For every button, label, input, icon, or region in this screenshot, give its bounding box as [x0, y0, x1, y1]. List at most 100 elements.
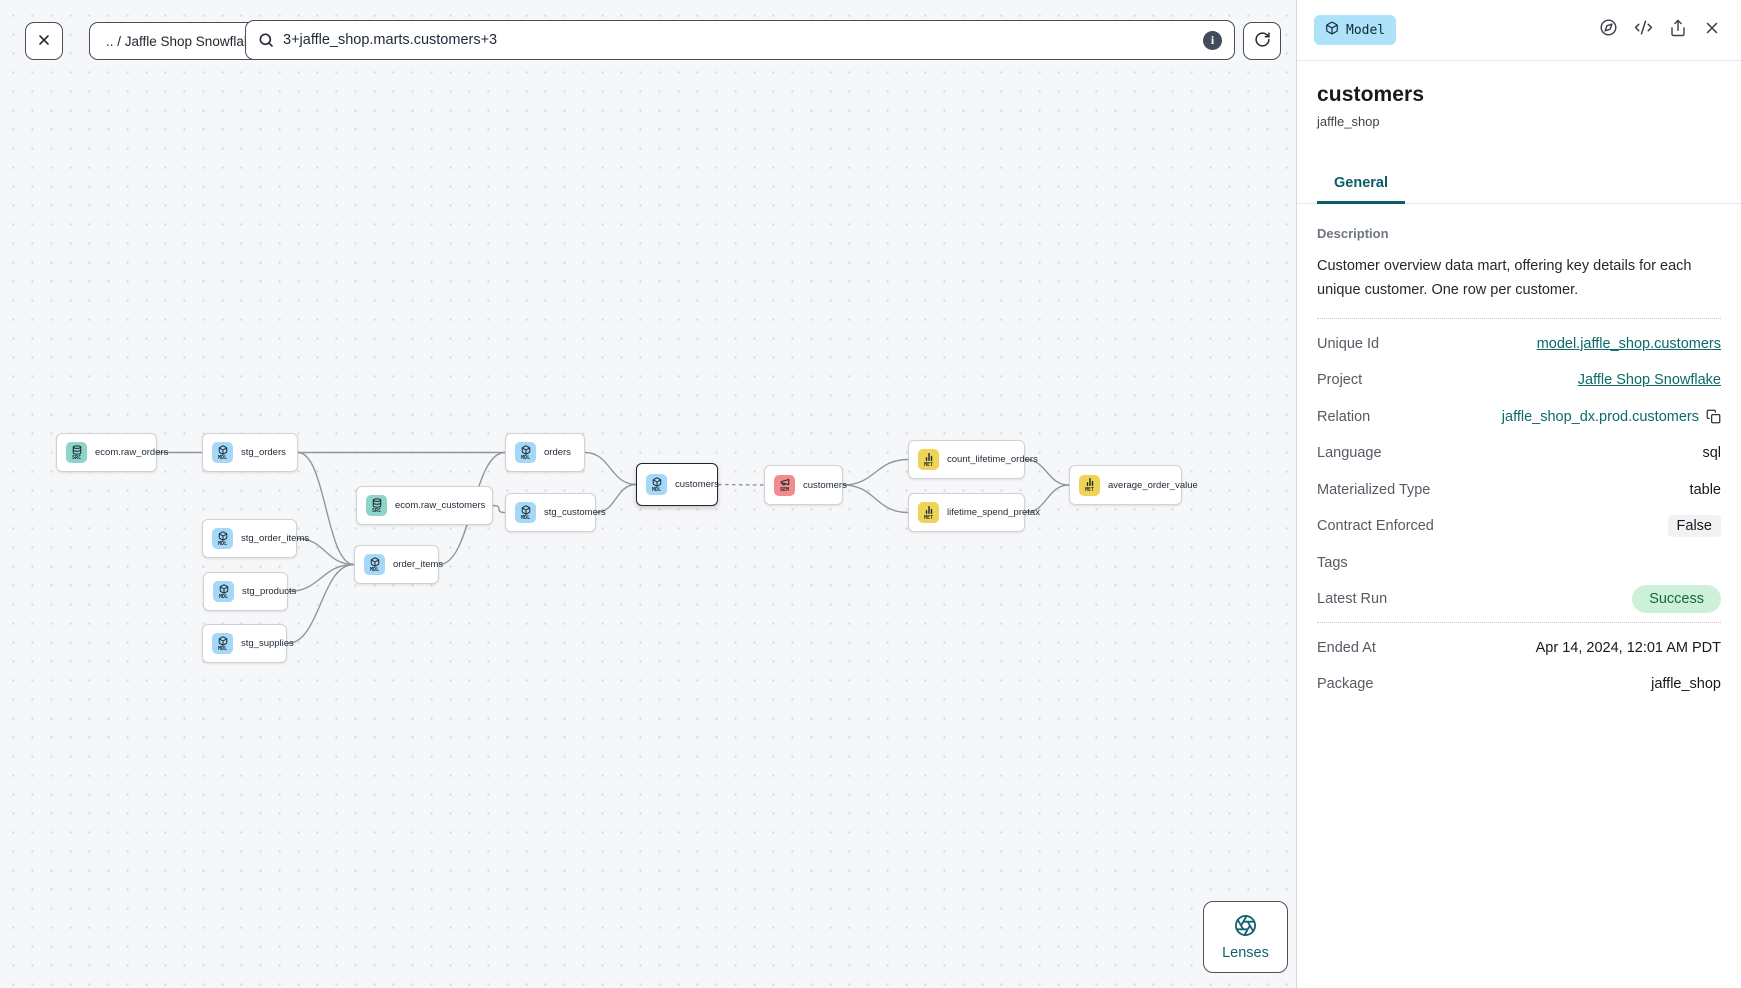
aperture-icon [1234, 914, 1257, 940]
graph-node-label: stg_products [242, 586, 297, 597]
field-value-text: sql [1702, 445, 1721, 462]
tab-general[interactable]: General [1317, 163, 1405, 204]
field-value: table [1690, 482, 1721, 498]
explore-lineage-button[interactable] [1599, 18, 1618, 42]
field-label: Ended At [1317, 639, 1376, 656]
refresh-button[interactable] [1243, 22, 1281, 60]
graph-node-customers_model[interactable]: MDL customers [636, 463, 719, 506]
field-value-text: False [1667, 515, 1721, 538]
lenses-label: Lenses [1222, 944, 1269, 961]
field-label: Latest Run [1317, 591, 1388, 608]
share-icon [1669, 19, 1687, 42]
graph-node-lifetime_spend_pretax[interactable]: MET lifetime_spend_pretax [908, 493, 1040, 532]
compass-icon [1599, 18, 1618, 42]
lenses-button[interactable]: Lenses [1203, 901, 1288, 973]
code-icon [1634, 18, 1653, 42]
field-label: Contract Enforced [1317, 518, 1434, 535]
lineage-search: i [245, 20, 1235, 60]
field-row-ended-at: Ended At Apr 14, 2024, 12:01 AM PDT [1317, 630, 1721, 667]
breadcrumb[interactable]: .. / Jaffle Shop Snowflake [89, 22, 276, 60]
chart-icon: MET [918, 502, 939, 523]
field-row-contract-enforced: Contract Enforced False [1317, 508, 1721, 545]
view-code-button[interactable] [1634, 18, 1653, 42]
search-input[interactable] [283, 32, 1194, 48]
panel-tabs: General [1297, 163, 1741, 204]
field-row-latest-run: Latest Run Success [1317, 581, 1721, 618]
field-row-tags: Tags [1317, 545, 1721, 582]
field-value: False [1667, 515, 1721, 538]
field-row-materialized-type: Materialized Type table [1317, 472, 1721, 509]
cube-icon: MDL [515, 502, 536, 523]
info-icon[interactable]: i [1203, 30, 1222, 50]
field-label: Unique Id [1317, 335, 1380, 352]
graph-node-label: stg_supplies [241, 638, 294, 649]
cube-icon: MDL [212, 633, 233, 654]
field-label: Package [1317, 676, 1374, 693]
field-value-text: table [1689, 481, 1721, 498]
cube-icon [1325, 21, 1339, 39]
edge-customers_model-to-customers_sem [717, 483, 765, 486]
panel-content: Description Customer overview data mart,… [1297, 204, 1741, 703]
graph-node-label: lifetime_spend_pretax [947, 507, 1040, 518]
description-text: Customer overview data mart, offering ke… [1317, 258, 1692, 299]
tab-general-label: General [1334, 175, 1388, 191]
graph-node-stg_supplies[interactable]: MDL stg_supplies [202, 624, 294, 663]
cube-icon: MDL [646, 474, 667, 495]
package-subtitle: jaffle_shop [1317, 114, 1380, 129]
field-value-text: Apr 14, 2024, 12:01 AM PDT [1535, 639, 1721, 656]
graph-node-stg_customers[interactable]: MDL stg_customers [505, 493, 606, 532]
panel-header: Model [1297, 0, 1741, 61]
edge-customers_sem-to-lifetime_spend_pretax [842, 484, 909, 514]
breadcrumb-label: .. / Jaffle Shop Snowflake [106, 33, 259, 49]
panel-actions [1599, 18, 1721, 42]
refresh-icon [1254, 31, 1271, 51]
close-lineage-button[interactable] [25, 22, 63, 60]
graph-node-orders[interactable]: MDL orders [505, 433, 585, 472]
field-value-link[interactable]: Jaffle Shop Snowflake [1577, 372, 1721, 389]
edge-orders-to-customers_model [584, 451, 637, 486]
graph-node-label: orders [544, 447, 571, 458]
field-label: Materialized Type [1317, 481, 1431, 498]
resource-type-label: Model [1346, 22, 1386, 38]
field-label: Tags [1317, 554, 1348, 571]
field-value: sql [1702, 445, 1721, 461]
field-value: Success [1632, 585, 1721, 614]
copy-icon[interactable] [1706, 409, 1721, 424]
graph-node-label: count_lifetime_orders [947, 454, 1038, 465]
field-row-project: Project Jaffle Shop Snowflake [1317, 362, 1721, 399]
share-button[interactable] [1669, 19, 1687, 42]
panel-title-block: customers jaffle_shop [1297, 61, 1741, 129]
close-panel-button[interactable] [1703, 19, 1721, 42]
field-value-text[interactable]: Success [1632, 585, 1721, 614]
chart-icon: MET [1079, 474, 1100, 496]
field-value-link[interactable]: model.jaffle_shop.customers [1536, 335, 1721, 352]
divider [1317, 621, 1721, 623]
graph-node-label: stg_order_items [241, 533, 310, 544]
field-label: Project [1317, 372, 1363, 389]
graph-node-label: order_items [393, 559, 444, 570]
graph-node-label: stg_orders [241, 447, 286, 458]
field-label: Relation [1317, 408, 1371, 425]
cube-icon: MDL [515, 442, 536, 463]
close-icon [1703, 19, 1721, 42]
database-icon: SRC [366, 495, 387, 516]
field-value: Apr 14, 2024, 12:01 AM PDT [1536, 640, 1721, 656]
graph-node-label: stg_customers [544, 507, 606, 518]
field-value-text[interactable]: jaffle_shop_dx.prod.customers [1501, 408, 1699, 425]
field-value: model.jaffle_shop.customers [1537, 336, 1721, 352]
graph-node-label: customers [675, 479, 719, 490]
